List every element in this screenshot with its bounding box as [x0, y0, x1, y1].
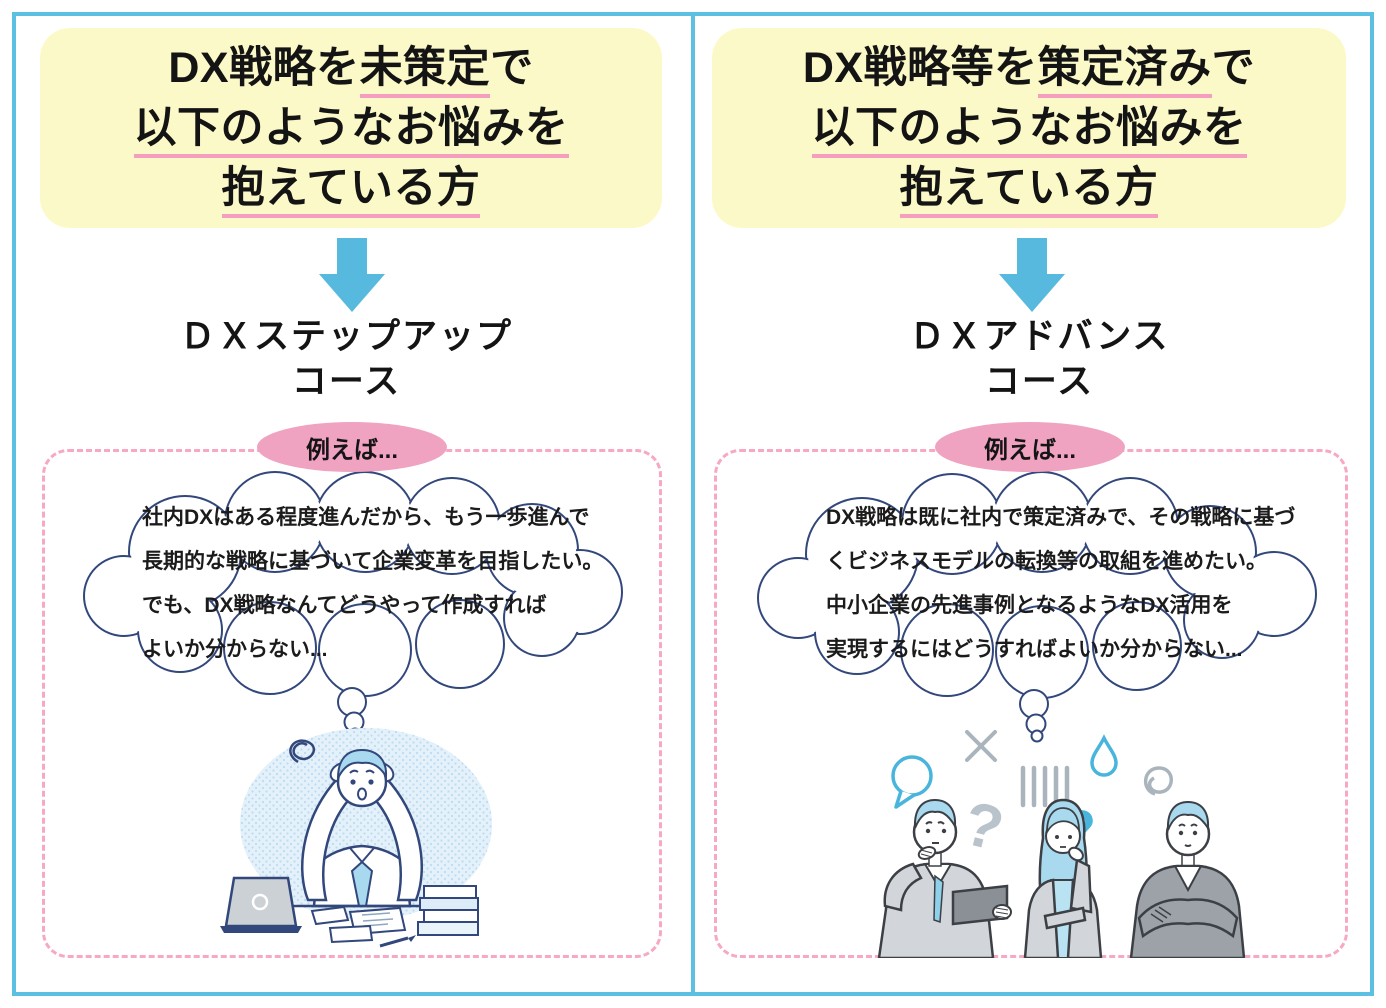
header-text-underlined: 未策定 — [359, 44, 491, 98]
header-text-underlined: 以下のようなお悩みを — [811, 104, 1247, 158]
speech-bubble-icon — [891, 755, 933, 809]
x-mark-icon — [965, 730, 997, 762]
person-man-laptop — [877, 798, 1012, 958]
stressed-worker-illustration — [220, 728, 492, 948]
header-line-2: 以下のようなお悩みを — [40, 98, 662, 158]
badge-label: 例えば... — [983, 436, 1076, 464]
audience-header-right: DX戦略等を策定済みで 以下のようなお悩みを 抱えている方 — [712, 28, 1346, 228]
thought-cloud-left — [83, 471, 623, 741]
thought-tail — [1019, 689, 1049, 743]
question-mark-icon: ? — [957, 789, 1010, 865]
pen — [379, 936, 409, 948]
worry-line: 中小企業の先進事例となるようなDX活用を — [826, 594, 1233, 617]
course-name-line2: コース — [291, 362, 402, 401]
papers — [310, 905, 407, 944]
header-text: DX戦略等を — [802, 44, 1038, 92]
down-arrow-icon — [999, 238, 1065, 312]
header-line-2: 以下のようなお悩みを — [712, 98, 1346, 158]
course-name-advance: ＤＸアドバンス コース — [693, 314, 1386, 404]
worry-text-right: DX戦略は既に社内で策定済みで、その戦略に基づ くビジネスモデルの転換等の取組を… — [826, 496, 1326, 672]
course-name-line2: コース — [984, 362, 1095, 401]
worry-line: 社内DXはある程度進んだから、もう一歩進んで — [142, 506, 590, 529]
header-text: で — [1211, 44, 1256, 92]
spiral-icon — [1144, 766, 1173, 796]
thought-cloud-right — [757, 471, 1317, 743]
panel-dx-advance-course: DX戦略等を策定済みで 以下のようなお悩みを 抱えている方 ＤＸアドバンス コー… — [693, 0, 1386, 1008]
worry-line: 長期的な戦略に基づいて企業変革を目指したい。 — [142, 550, 604, 573]
tally-lines-icon — [1020, 765, 1070, 808]
header-line-3: 抱えている方 — [40, 158, 662, 218]
course-name-line1: ＤＸステップアップ — [179, 317, 513, 356]
worry-line: DX戦略は既に社内で策定済みで、その戦略に基づ — [826, 506, 1296, 529]
worry-line: くビジネスモデルの転換等の取組を進めたい。 — [826, 550, 1267, 573]
header-text-underlined: 抱えている方 — [899, 164, 1159, 218]
person-man-arms-crossed — [1129, 800, 1245, 958]
header-text: DX戦略を — [168, 44, 360, 92]
header-line-1: DX戦略等を策定済みで — [712, 38, 1346, 98]
course-name-line1: ＤＸアドバンス — [909, 317, 1170, 356]
worry-text-left: 社内DXはある程度進んだから、もう一歩進んで 長期的な戦略に基づいて企業変革を目… — [142, 496, 622, 672]
header-text: で — [490, 44, 534, 92]
sweat-drop-icon — [1090, 734, 1118, 777]
header-line-1: DX戦略を未策定で — [40, 38, 662, 98]
down-arrow-icon — [319, 238, 385, 312]
header-text-underlined: 以下のようなお悩みを — [133, 104, 569, 158]
header-text-underlined: 策定済み — [1037, 44, 1212, 98]
thinking-team-illustration: ? ? — [877, 730, 1245, 958]
worry-line: 実現するにはどうすればよいか分からない... — [826, 638, 1243, 661]
panel-divider — [691, 12, 695, 996]
person-woman-thinking — [1023, 798, 1103, 958]
audience-header-left: DX戦略を未策定で 以下のようなお悩みを 抱えている方 — [40, 28, 662, 228]
worry-line: でも、DX戦略なんてどうやって作成すれば — [142, 594, 547, 617]
frustration-squiggle-icon — [289, 739, 315, 764]
laptop — [220, 876, 302, 933]
example-badge-right: 例えば... — [935, 422, 1125, 472]
badge-label: 例えば... — [305, 436, 398, 464]
worry-line: よいか分からない... — [142, 638, 328, 661]
book-stack — [417, 885, 479, 936]
example-badge-left: 例えば... — [257, 422, 447, 472]
hair — [337, 748, 388, 780]
panel-dx-stepup-course: DX戦略を未策定で 以下のようなお悩みを 抱えている方 ＤＸステップアップ コー… — [0, 28, 693, 958]
course-name-stepup: ＤＸステップアップ コース — [0, 314, 693, 404]
header-text-underlined: 抱えている方 — [221, 164, 481, 218]
header-line-3: 抱えている方 — [712, 158, 1346, 218]
